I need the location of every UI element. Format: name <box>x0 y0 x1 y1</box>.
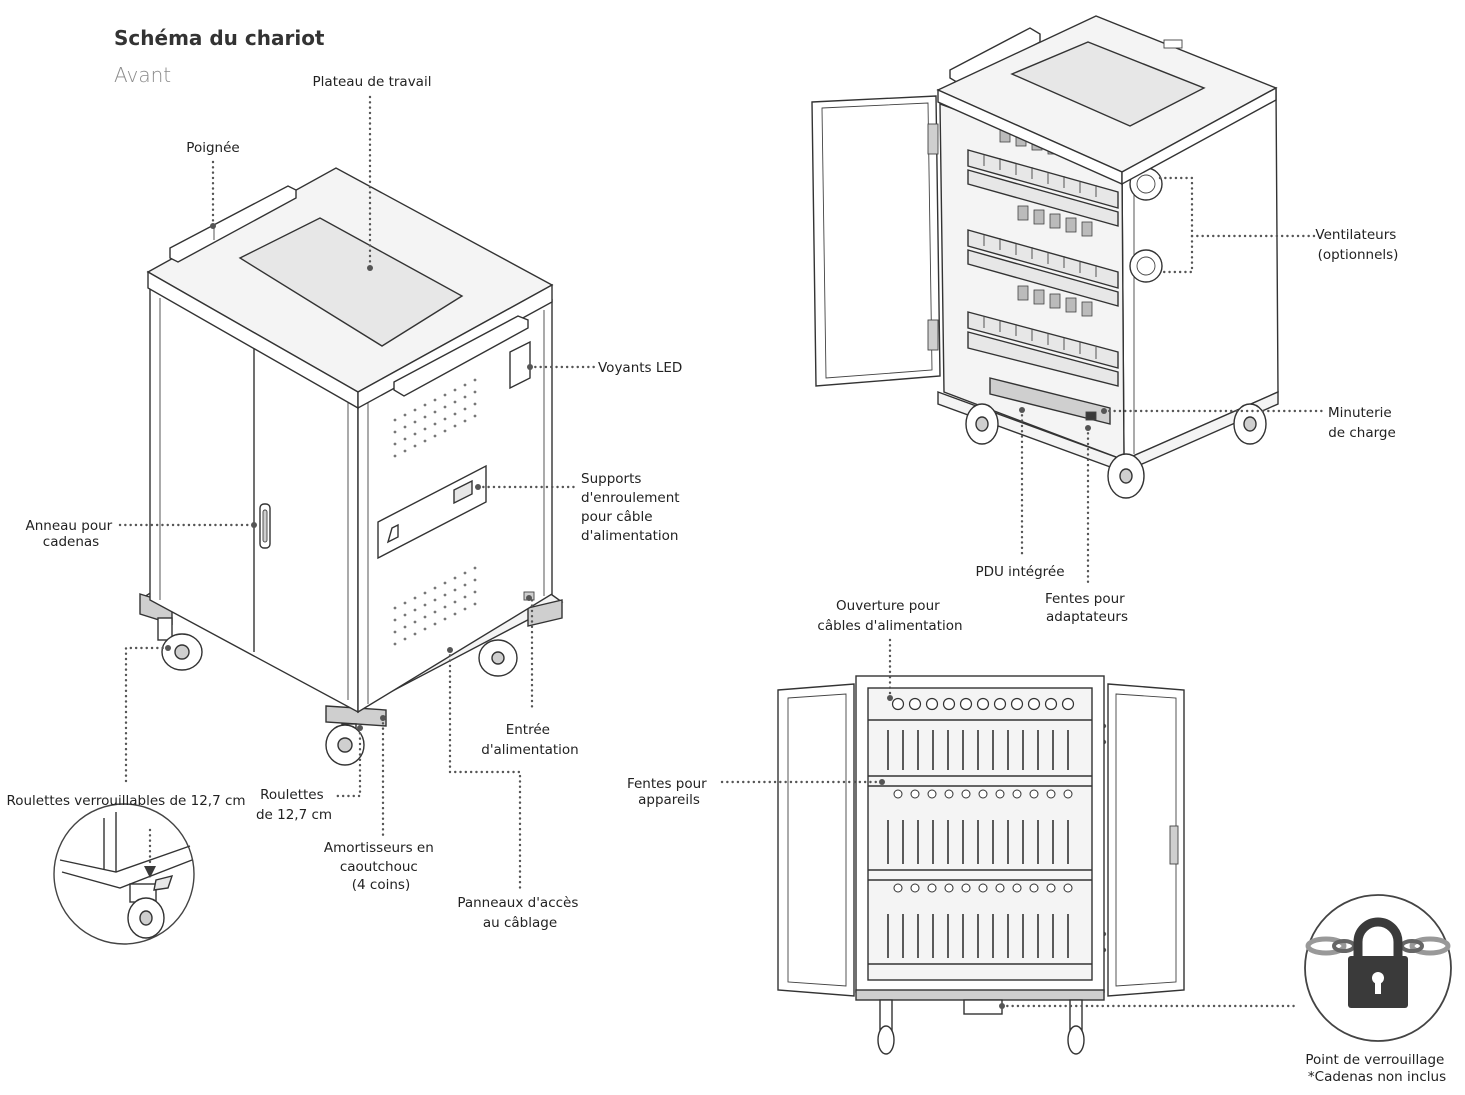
front-cart-illustration <box>139 167 564 766</box>
label-plateau: Plateau de travail <box>313 74 432 90</box>
open-cart-illustration <box>811 15 1279 499</box>
padlock-chain-icon <box>1304 894 1452 1042</box>
label-fentes-appareils: Fentes pour appareils <box>627 776 711 808</box>
caster-back-right <box>478 639 518 677</box>
front-open-cart-illustration <box>777 675 1185 1055</box>
label-verrou: Point de verrouillage *Cadenas non inclu… <box>1305 1052 1448 1085</box>
device-slots <box>887 730 1069 958</box>
label-poignee: Poignée <box>186 140 239 156</box>
diagram-subtitle: Avant <box>114 63 171 87</box>
side-vent-lower <box>393 566 477 646</box>
open-cart-leaders <box>1019 176 1326 586</box>
label-entree: Entrée d'alimentation <box>481 722 579 758</box>
label-minuterie: Minuterie de charge <box>1328 405 1396 441</box>
side-vent-upper <box>393 378 477 458</box>
label-roulettes: Roulettes de 12,7 cm <box>256 787 332 823</box>
front-cart-leaders <box>118 95 596 890</box>
locking-caster-detail <box>53 803 195 945</box>
label-supports: Supports d'enroulement pour câble d'alim… <box>581 471 684 544</box>
label-fentes-adaptateurs: Fentes pour adaptateurs <box>1045 591 1129 625</box>
label-ouverture: Ouverture pour câbles d'alimentation <box>817 598 962 634</box>
cable-openings <box>891 697 1075 711</box>
label-ventilateurs: Ventilateurs (optionnels) <box>1315 227 1400 263</box>
label-roulettes-verrouillables: Roulettes verrouillables de 12,7 cm <box>6 793 245 809</box>
label-anneau: Anneau pour cadenas <box>25 518 116 550</box>
label-panneaux: Panneaux d'accès au câblage <box>457 895 582 931</box>
caster-front-left <box>157 617 203 671</box>
caster-front-right <box>325 723 365 766</box>
label-voyants: Voyants LED <box>598 360 682 376</box>
handle-side <box>393 315 529 397</box>
diagram-title: Schéma du chariot <box>114 26 325 50</box>
label-amortisseurs: Amortisseurs en caoutchouc (4 coins) <box>324 840 438 893</box>
front-open-leaders <box>720 638 1300 1009</box>
label-pdu: PDU intégrée <box>975 564 1064 580</box>
